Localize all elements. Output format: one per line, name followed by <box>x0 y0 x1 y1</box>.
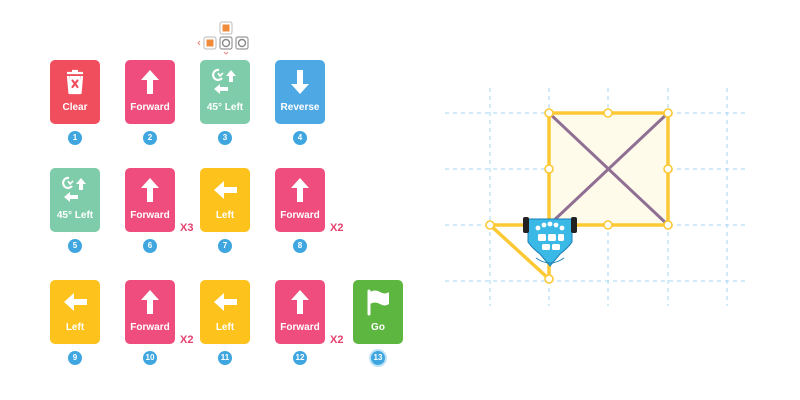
step-number-badge: 3 <box>218 131 232 145</box>
arrow-up-icon <box>291 178 309 202</box>
repeat-multiplier: X2 <box>330 334 344 346</box>
command-card-forward[interactable]: Forward <box>125 60 175 124</box>
step-number-badge: 12 <box>293 351 307 365</box>
waypoint-dot <box>603 220 613 230</box>
command-card-left[interactable]: Left <box>50 280 100 344</box>
waypoint-dot <box>663 164 673 174</box>
step-number-badge: 6 <box>143 239 157 253</box>
dpad-center-button[interactable] <box>219 36 233 50</box>
arrow-left-icon <box>214 181 237 199</box>
direction-pad[interactable] <box>196 18 256 58</box>
step-number-badge: 4 <box>293 131 307 145</box>
command-card-forward[interactable]: Forward <box>275 280 325 344</box>
card-label: Left <box>65 322 85 333</box>
dpad-up-button[interactable] <box>219 21 233 35</box>
command-card-forward[interactable]: Forward <box>125 280 175 344</box>
chevron-down-icon <box>223 51 229 55</box>
arrow-up-icon <box>141 178 159 202</box>
diagonal-line <box>547 111 670 227</box>
card-label: 45° Left <box>56 210 94 221</box>
arrow-up-icon <box>291 290 309 314</box>
command-card-forward[interactable]: Forward <box>125 168 175 232</box>
card-label: 45° Left <box>206 102 244 113</box>
card-label: Forward <box>280 322 320 333</box>
path-grid <box>445 88 745 306</box>
arrow-up-icon <box>141 70 159 94</box>
card-label: Forward <box>130 210 170 221</box>
card-label: Clear <box>62 102 88 113</box>
repeat-multiplier: X2 <box>180 334 194 346</box>
waypoint-dot <box>603 108 613 118</box>
card-label: Go <box>371 322 385 333</box>
command-card-left[interactable]: Left <box>200 280 250 344</box>
arrow-left-icon <box>214 293 237 311</box>
step-number-badge: 8 <box>293 239 307 253</box>
robot-icon <box>523 217 577 267</box>
waypoint-dot <box>485 220 495 230</box>
step-number-badge: 9 <box>68 351 82 365</box>
chevron-left-icon <box>197 40 201 46</box>
waypoint-dot <box>544 274 554 284</box>
waypoint-dot <box>663 220 673 230</box>
dpad-left-button[interactable] <box>203 36 217 50</box>
card-label: Reverse <box>280 102 320 113</box>
arrow-down-icon <box>291 70 309 94</box>
step-number-badge: 2 <box>143 131 157 145</box>
trash-x-icon <box>66 69 84 95</box>
path-waypoints <box>485 108 673 284</box>
card-label: Forward <box>280 210 320 221</box>
step-number-badge: 13 <box>371 351 385 365</box>
path-segment <box>488 223 551 281</box>
command-card-45-left[interactable]: 45° Left <box>50 168 100 232</box>
card-label: Left <box>215 210 235 221</box>
card-label: Left <box>215 322 235 333</box>
step-number-badge: 10 <box>143 351 157 365</box>
step-number-badge: 1 <box>68 131 82 145</box>
waypoint-dot <box>544 164 554 174</box>
repeat-multiplier: X3 <box>180 222 194 234</box>
dpad-right-button[interactable] <box>235 36 249 50</box>
command-card-forward[interactable]: Forward <box>275 168 325 232</box>
repeat-multiplier: X2 <box>330 222 344 234</box>
rotate-left-icon <box>61 176 86 202</box>
command-card-reverse[interactable]: Reverse <box>275 60 325 124</box>
flag-icon <box>367 289 389 316</box>
step-number-badge: 7 <box>218 239 232 253</box>
waypoint-dot <box>544 108 554 118</box>
waypoint-dot <box>663 108 673 118</box>
command-card-clear[interactable]: Clear <box>50 60 100 124</box>
arrow-left-icon <box>64 293 87 311</box>
card-label: Forward <box>130 322 170 333</box>
step-number-badge: 5 <box>68 239 82 253</box>
card-label: Forward <box>130 102 170 113</box>
command-card-left[interactable]: Left <box>200 168 250 232</box>
command-card-go[interactable]: Go <box>353 280 403 344</box>
rotate-left-icon <box>211 68 236 94</box>
step-number-badge: 11 <box>218 351 232 365</box>
command-card-45-left[interactable]: 45° Left <box>200 60 250 124</box>
arrow-up-icon <box>141 290 159 314</box>
